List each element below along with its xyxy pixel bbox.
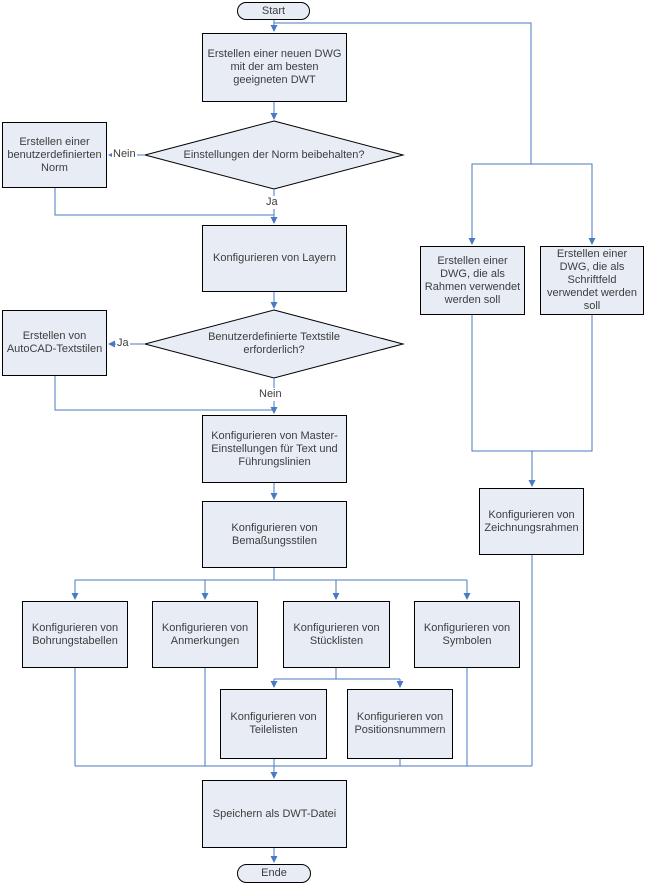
flowchart-node-frame-dwg: Erstellen einer DWG, die als Rahmen verw… <box>420 246 525 315</box>
edge-branch-frame <box>468 163 531 245</box>
flowchart-node-master-settings: Konfigurieren von Master-Einstellungen f… <box>202 415 347 483</box>
edge-titleblock-join <box>532 315 593 452</box>
edge-start-right-branch <box>274 22 532 164</box>
flowchart-node-custom-norm: Erstellen einer benutzerdefinierten Norm <box>2 122 107 188</box>
flowchart-node-part-lists: Konfigurieren von Teilelisten <box>220 689 327 759</box>
flowchart-node-start: Start <box>237 2 310 20</box>
flowchart-node-autocad-textstyles: Erstellen von AutoCAD-Textstilen <box>2 310 107 376</box>
edge-branch-titleblock <box>531 163 596 245</box>
edge-textstyles-join <box>54 376 274 411</box>
edge-partslists-split <box>274 668 337 680</box>
flowchart-node-symbols: Konfigurieren von Symbolen <box>414 601 520 668</box>
flowchart-node-layers: Konfigurieren von Layern <box>202 225 347 292</box>
flowchart-node-titleblock-dwg: Erstellen einer DWG, die als Schriftfeld… <box>540 246 644 315</box>
flowchart-node-drawing-frame: Konfigurieren von Zeichnungsrahmen <box>479 488 584 555</box>
edge-label-norm-nein: Nein <box>112 148 137 161</box>
edge-label-textstyle-nein: Nein <box>258 388 283 401</box>
flowchart-decision-textstyle: Benutzerdefinierte Textstile erforderlic… <box>208 331 340 356</box>
flowchart-node-save-dwt: Speichern als DWT-Datei <box>202 780 347 848</box>
edge-label-textstyle-ja: Ja <box>116 337 130 350</box>
flowchart-decision-norm: Einstellungen der Norm beibehalten? <box>183 148 365 161</box>
edge-dimension-split <box>75 568 275 581</box>
flowchart-node-annotations: Konfigurieren von Anmerkungen <box>152 601 258 668</box>
flowchart-node-end: Ende <box>237 864 311 883</box>
edge-label-norm-ja: Ja <box>265 196 279 209</box>
flowchart-node-parts-lists: Konfigurieren von Stücklisten <box>283 601 390 668</box>
flowchart-node-create-dwg: Erstellen einer neuen DWG mit der am bes… <box>202 33 347 102</box>
edge-customnorm-join <box>54 188 274 216</box>
flowchart-node-item-numbers: Konfigurieren von Positionsnummern <box>347 689 453 759</box>
flowchart-node-hole-tables: Konfigurieren von Bohrungstabellen <box>22 601 128 668</box>
edge-frame-join <box>471 315 532 452</box>
flowchart-node-dimension-styles: Konfigurieren von Bemaßungsstilen <box>202 501 347 568</box>
